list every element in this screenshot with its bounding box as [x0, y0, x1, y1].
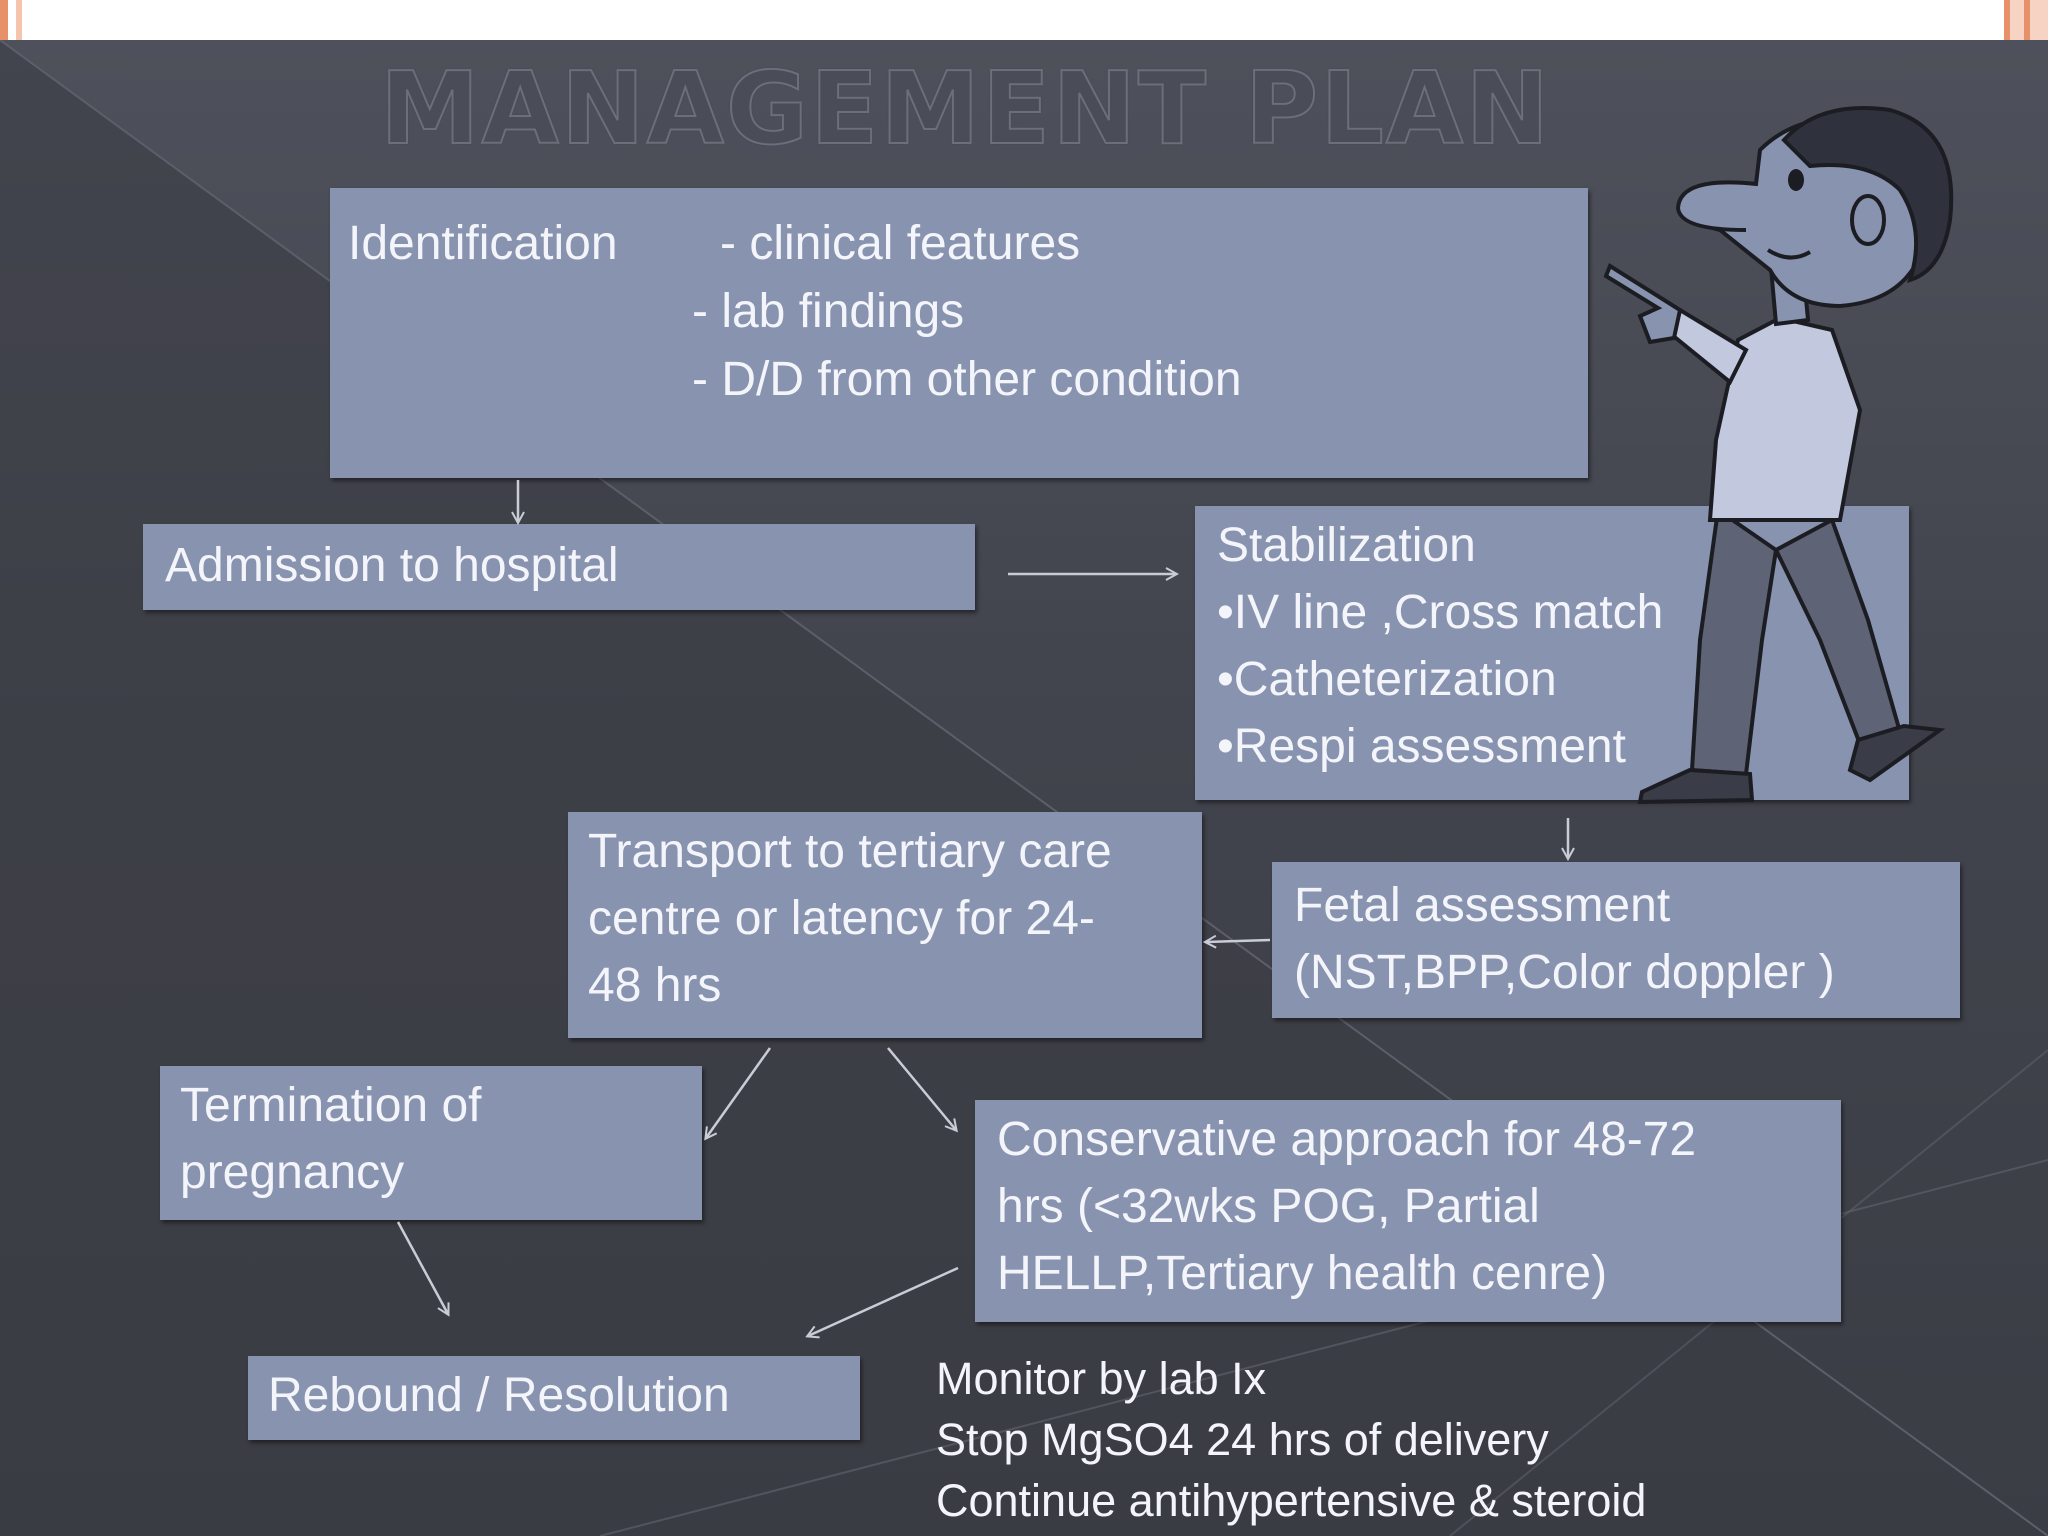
monitor-note: Monitor by lab Ix [936, 1353, 1267, 1404]
banner-decoration-left [0, 0, 22, 40]
top-banner [0, 0, 2048, 40]
slide: MANAGEMENT PLAN Identification - clinica… [0, 40, 2048, 1536]
stabilization-item: •IV line ,Cross match [1217, 586, 1664, 639]
transport-line: 48 hrs [588, 959, 722, 1012]
termination-line: Termination of [180, 1079, 482, 1132]
transport-box: Transport to tertiary care centre or lat… [568, 812, 1202, 1038]
identification-heading: Identification [348, 217, 618, 270]
arrow-termination-to-rebound [396, 1221, 448, 1314]
transport-line: centre or latency for 24- [588, 892, 1095, 945]
banner-decoration-right [1968, 0, 2048, 40]
transport-line: Transport to tertiary care [588, 825, 1112, 878]
conservative-line: HELLP,Tertiary health cenre) [997, 1247, 1608, 1300]
identification-item: - D/D from other condition [692, 353, 1242, 406]
monitor-notes: Monitor by lab Ix Stop MgSO4 24 hrs of d… [936, 1348, 1646, 1531]
arrow-conservative-to-rebound [808, 1266, 959, 1336]
slide-title: MANAGEMENT PLAN [379, 49, 1552, 168]
monitor-note: Continue antihypertensive & steroid [936, 1475, 1647, 1526]
stabilization-heading: Stabilization [1217, 519, 1476, 572]
flow-arrows [396, 480, 2048, 1536]
identification-item: - clinical features [720, 217, 1081, 270]
fetal-line: Fetal assessment [1294, 879, 1671, 932]
fetal-line: (NST,BPP,Color doppler ) [1294, 946, 1835, 999]
stabilization-item: •Catheterization [1217, 653, 1557, 706]
pointing-cartoon-man-icon [1603, 106, 1954, 805]
conservative-line: Conservative approach for 48-72 [997, 1113, 1697, 1166]
rebound-label: Rebound / Resolution [268, 1369, 730, 1422]
fetal-assessment-box: Fetal assessment (NST,BPP,Color doppler … [1272, 862, 1960, 1018]
conservative-line: hrs (<32wks POG, Partial [997, 1180, 1540, 1233]
rebound-box: Rebound / Resolution [248, 1356, 860, 1440]
stabilization-item: •Respi assessment [1217, 720, 1626, 773]
admission-box: Admission to hospital [143, 524, 975, 610]
admission-label: Admission to hospital [165, 539, 619, 592]
monitor-note: Stop MgSO4 24 hrs of delivery [936, 1414, 1549, 1465]
conservative-approach-box: Conservative approach for 48-72 hrs (<32… [975, 1100, 1841, 1322]
termination-line: pregnancy [180, 1146, 405, 1199]
arrow-fetal-to-transport [1206, 940, 1271, 942]
arrow-transport-to-conservative [887, 1047, 956, 1130]
identification-box: Identification - clinical features - lab… [330, 188, 1588, 478]
identification-item: - lab findings [692, 285, 965, 338]
arrow-transport-to-termination [706, 1047, 772, 1138]
termination-box: Termination of pregnancy [160, 1066, 702, 1220]
